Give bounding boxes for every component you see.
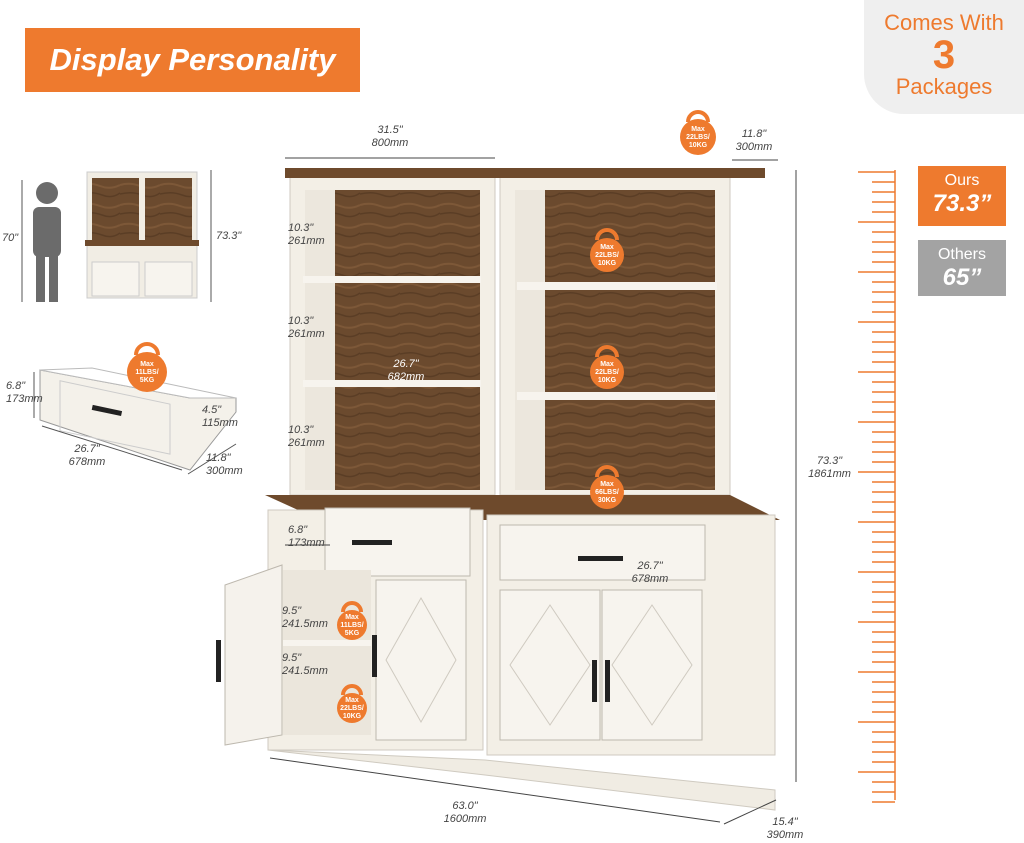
load-drawer-label: Max 11LBS/ 5KG: [127, 361, 167, 385]
hutch-width-mm: 800mm: [371, 137, 409, 149]
drawer-detail-height-mm: 173mm: [6, 393, 43, 405]
others-height-box: Others 65”: [918, 240, 1006, 296]
inner-width-in: 26.7": [393, 358, 419, 370]
load-cab-shelf-lbs: 11LBS/: [340, 622, 364, 629]
load-counter-label: Max 66LBS/ 30KG: [589, 481, 625, 505]
hutch-width-label: 31.5" 800mm: [360, 124, 420, 150]
unit-height-label: 73.3": [216, 230, 242, 242]
load-shelf-a-max: Max: [600, 244, 614, 251]
drawer-height-mm: 173mm: [288, 537, 325, 549]
drawer-detail-width: 26.7" 678mm: [62, 443, 112, 469]
shelf1-label: 10.3" 261mm: [288, 222, 325, 248]
shelf3-mm: 261mm: [288, 437, 325, 449]
load-drawer-kg: 5KG: [139, 377, 155, 384]
inner-width-label: 26.7" 682mm: [380, 358, 432, 384]
drawer-detail-inner-in: 4.5": [202, 404, 222, 416]
load-shelf-a-lbs: 22LBS/: [595, 252, 619, 259]
others-value: 65”: [942, 264, 982, 291]
packages-count: 3: [932, 33, 956, 77]
top-depth-label: 11.8" 300mm: [728, 128, 780, 154]
load-top-max: Max: [691, 126, 705, 133]
load-cab-shelf-kg: 5KG: [344, 630, 360, 637]
drawer-width-mm: 678mm: [631, 573, 669, 585]
drawer-detail-height: 6.8" 173mm: [6, 380, 43, 406]
ours-height-box: Ours 73.3”: [918, 166, 1006, 226]
drawer-detail-width-mm: 678mm: [68, 456, 106, 468]
load-shelf-b-kg: 10KG: [597, 377, 617, 384]
load-drawer-max: Max: [140, 361, 154, 368]
cab-shelf2-in: 9.5": [282, 652, 302, 664]
load-shelf-a-label: Max 22LBS/ 10KG: [589, 244, 625, 268]
shelf1-mm: 261mm: [288, 235, 325, 247]
banner-title: Display Personality: [49, 42, 336, 77]
total-width-mm: 1600mm: [443, 813, 487, 825]
load-shelf-b-lbs: 22LBS/: [595, 369, 619, 376]
inner-width-mm: 682mm: [387, 371, 425, 383]
cab-shelf2-mm: 241.5mm: [282, 665, 328, 677]
drawer-detail-depth-in: 11.8": [206, 452, 231, 464]
total-width-label: 63.0" 1600mm: [435, 800, 495, 826]
top-depth-in: 11.8": [741, 128, 767, 140]
cab-shelf1-mm: 241.5mm: [282, 618, 328, 630]
load-shelf-a-kg: 10KG: [597, 260, 617, 267]
drawer-detail-height-in: 6.8": [6, 380, 26, 392]
load-cab-bottom-max: Max: [345, 697, 359, 704]
base-depth-label: 15.4" 390mm: [760, 816, 810, 842]
load-cab-shelf-max: Max: [345, 614, 359, 621]
total-height-label: 73.3" 1861mm: [802, 455, 857, 481]
load-top-label: Max 22LBS/ 10KG: [680, 126, 716, 150]
shelf2-mm: 261mm: [288, 328, 325, 340]
load-shelf-b-label: Max 22LBS/ 10KG: [589, 361, 625, 385]
packages-badge: Comes With 3 Packages: [864, 0, 1024, 114]
load-counter-kg: 30KG: [597, 497, 617, 504]
ours-label: Ours: [944, 172, 980, 189]
drawer-width-label: 26.7" 678mm: [625, 560, 675, 586]
load-top-lbs: 22LBS/: [686, 134, 710, 141]
total-height-in: 73.3": [816, 455, 843, 467]
drawer-height-in: 6.8": [288, 524, 308, 536]
load-cab-bottom-label: Max 22LBS/ 10KG: [336, 697, 368, 721]
total-height-mm: 1861mm: [808, 468, 851, 480]
load-lock-icons: [127, 110, 716, 723]
cab-shelf2-label: 9.5" 241.5mm: [282, 652, 328, 678]
shelf1-in: 10.3": [288, 222, 314, 234]
load-cab-bottom-kg: 10KG: [342, 713, 362, 720]
top-depth-mm: 300mm: [735, 141, 773, 153]
load-drawer-lbs: 11LBS/: [135, 369, 159, 376]
total-width-in: 63.0": [452, 800, 478, 812]
shelf3-label: 10.3" 261mm: [288, 424, 325, 450]
load-top-kg: 10KG: [688, 142, 708, 149]
load-counter-max: Max: [600, 481, 614, 488]
base-depth-in: 15.4": [772, 816, 798, 828]
packages-line1: Comes With: [884, 10, 1004, 35]
shelf2-label: 10.3" 261mm: [288, 315, 325, 341]
shelf2-in: 10.3": [288, 315, 314, 327]
drawer-detail-depth: 11.8" 300mm: [206, 452, 243, 478]
drawer-detail-depth-mm: 300mm: [206, 465, 243, 477]
base-depth-mm: 390mm: [766, 829, 804, 841]
load-cab-shelf-label: Max 11LBS/ 5KG: [336, 614, 368, 638]
cab-shelf1-in: 9.5": [282, 605, 302, 617]
height-ruler: [858, 170, 896, 803]
display-personality-banner: Display Personality: [25, 28, 360, 92]
hutch-width-in: 31.5": [377, 124, 403, 136]
main-cabinet: [216, 168, 780, 811]
load-shelf-b-max: Max: [600, 361, 614, 368]
load-cab-bottom-lbs: 22LBS/: [340, 705, 364, 712]
person-height-label: 70": [2, 232, 19, 244]
load-counter-lbs: 66LBS/: [595, 489, 619, 496]
drawer-detail-inner-mm: 115mm: [202, 417, 238, 429]
drawer-detail-width-in: 26.7": [74, 443, 100, 455]
drawer-detail-inner: 4.5" 115mm: [202, 404, 238, 430]
shelf3-in: 10.3": [288, 424, 314, 436]
others-label: Others: [937, 246, 986, 263]
ours-value: 73.3”: [932, 190, 992, 217]
drawer-height-label: 6.8" 173mm: [288, 524, 325, 550]
drawer-width-in: 26.7": [637, 560, 663, 572]
mini-cabinet: [85, 171, 199, 299]
person-icon: [33, 182, 61, 302]
cab-shelf1-label: 9.5" 241.5mm: [282, 605, 328, 631]
packages-line3: Packages: [895, 74, 993, 99]
